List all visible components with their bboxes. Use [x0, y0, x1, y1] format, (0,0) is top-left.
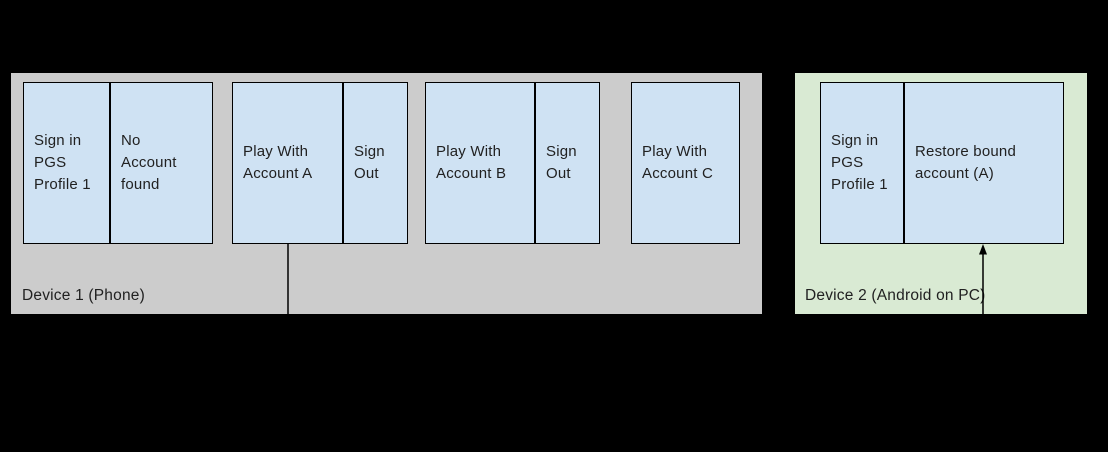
box-restore-bound-account: Restore bound account (A): [904, 82, 1064, 244]
step-restore-account: Sign in PGS Profile 1 Restore bound acco…: [820, 82, 1064, 244]
device1-label: Device 1 (Phone): [22, 287, 145, 304]
step-sign-in-no-account: Sign in PGS Profile 1 No Account found: [23, 82, 213, 244]
box-sign-out-a: Sign Out: [343, 82, 408, 244]
box-play-with-account-b: Play With Account B: [425, 82, 535, 244]
step-play-account-a: Play With Account A Sign Out: [232, 82, 408, 244]
device2-label: Device 2 (Android on PC): [805, 287, 986, 304]
step-play-account-c: Play With Account C: [631, 82, 740, 244]
box-no-account-found: No Account found: [110, 82, 213, 244]
box-play-with-account-c: Play With Account C: [631, 82, 740, 244]
box-sign-in-pgs-profile-1: Sign in PGS Profile 1: [23, 82, 110, 244]
box-sign-out-b: Sign Out: [535, 82, 600, 244]
step-play-account-b: Play With Account B Sign Out: [425, 82, 600, 244]
device2-panel: Sign in PGS Profile 1 Restore bound acco…: [795, 73, 1087, 314]
box-play-with-account-a: Play With Account A: [232, 82, 343, 244]
device1-panel: Sign in PGS Profile 1 No Account found P…: [11, 73, 762, 314]
box-sign-in-pgs-profile-1-device2: Sign in PGS Profile 1: [820, 82, 904, 244]
